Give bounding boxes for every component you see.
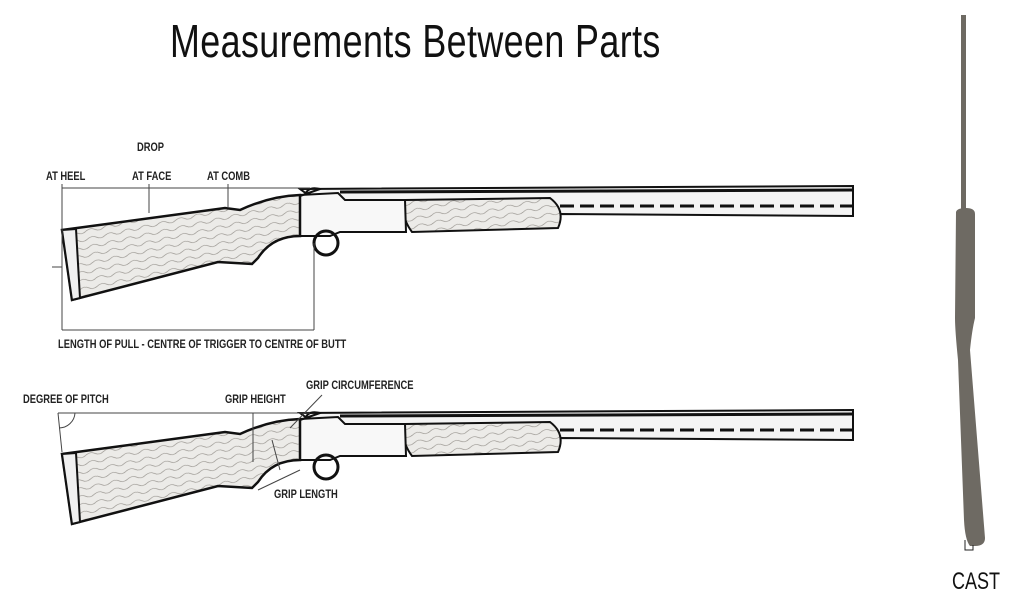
at-face-label: AT FACE [132, 169, 172, 183]
cast-side-view-gun [955, 15, 985, 551]
page-title: Measurements Between Parts [170, 15, 661, 67]
grip-length-label: GRIP LENGTH [274, 487, 338, 501]
shotgun-top-illustration [60, 184, 855, 302]
grip-circumference-label: GRIP CIRCUMFERENCE [306, 378, 414, 392]
drop-label: DROP [137, 140, 165, 154]
cast-label: CAST [952, 568, 1001, 595]
at-comb-label: AT COMB [207, 169, 250, 183]
grip-height-label: GRIP HEIGHT [225, 392, 286, 406]
top-measure-lines [52, 184, 315, 331]
bottom-measure-lines [57, 394, 323, 491]
length-of-pull-label: LENGTH OF PULL - CENTRE OF TRIGGER TO CE… [58, 337, 347, 351]
at-heel-label: AT HEEL [46, 169, 86, 183]
degree-of-pitch-label: DEGREE OF PITCH [23, 392, 109, 406]
shotgun-bottom-illustration [60, 408, 855, 526]
